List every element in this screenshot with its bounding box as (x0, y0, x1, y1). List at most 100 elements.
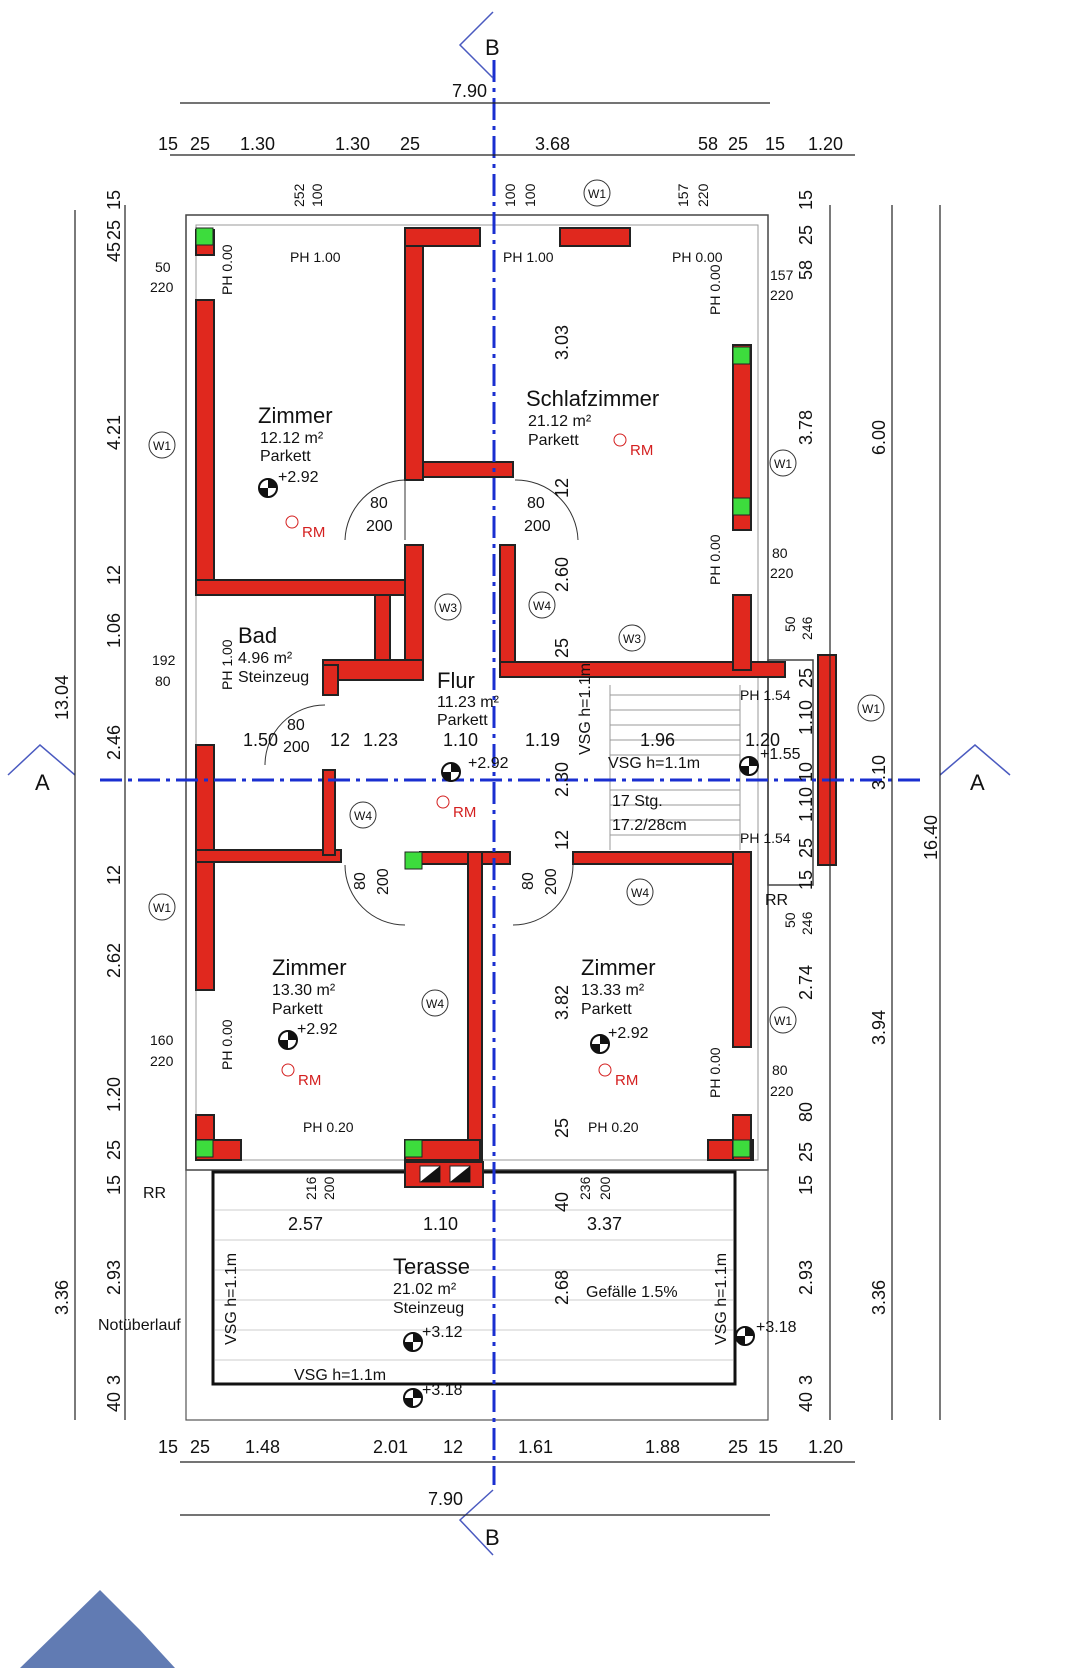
mid-dim: 12 (330, 730, 350, 750)
pillar (732, 1139, 751, 1158)
room-floor: Parkett (260, 448, 311, 465)
wall-tags: W1 W1 W1 W3 W4 W3 W1 W4 W4 W1 W4 W1 (148, 179, 885, 1034)
wall-seg (404, 544, 424, 666)
room-level: +2.92 (278, 469, 319, 486)
win-bot: 220 (150, 279, 174, 295)
left-dim: 15 (104, 190, 124, 210)
right-dim: 25 (796, 838, 816, 858)
ph-label: PH 0.00 (219, 244, 235, 295)
right-dim: 40 (796, 1392, 816, 1412)
mid-dim: 12 (552, 478, 572, 498)
wall-seg (404, 227, 481, 247)
pillar (732, 346, 751, 365)
section-b-bottom: B (485, 1525, 500, 1550)
room-area: 13.33 m² (581, 982, 645, 999)
win-top: 80 (772, 545, 788, 561)
walls (195, 227, 837, 1163)
win-bot: 220 (770, 287, 794, 303)
ph-label: PH 0.00 (219, 1019, 235, 1070)
top-dim: 1.30 (335, 134, 370, 154)
wall-seg (322, 664, 339, 696)
dim-height-left: 13.04 (52, 675, 72, 720)
right-dim: 15 (796, 1175, 816, 1195)
opening-bot: 246 (799, 911, 815, 935)
top-dim: 1.20 (808, 134, 843, 154)
stairs-vsg-vertical: VSG h=1.1m (577, 663, 594, 755)
door-height: 200 (283, 739, 310, 756)
mid-dim: 1.23 (363, 730, 398, 750)
tag-w1: W1 (153, 901, 171, 915)
win-bot: 220 (770, 1083, 794, 1099)
door-height: 200 (543, 868, 560, 895)
mid-dim: 25 (552, 638, 572, 658)
opening-top: 100 (502, 183, 518, 207)
opening-bot: 100 (309, 183, 325, 207)
bottom-dim: 15 (158, 1437, 178, 1457)
wall-seg (499, 544, 516, 671)
stair-annex (767, 659, 814, 886)
tag-w1: W1 (153, 439, 171, 453)
dim-width-top: 7.90 (452, 81, 487, 101)
opening-bot: 220 (695, 183, 711, 207)
top-dim: 1.30 (240, 134, 275, 154)
ph-label: PH 1.54 (740, 687, 791, 703)
left-dim: 12 (104, 865, 124, 885)
opening-top: 236 (577, 1176, 593, 1200)
stairs-count: 17 Stg. (612, 793, 663, 810)
top-dim: 25 (190, 134, 210, 154)
stairs-vsg: VSG h=1.1m (608, 755, 700, 772)
tag-w4: W4 (631, 886, 649, 900)
win-top: 80 (772, 1062, 788, 1078)
terrace-slats (215, 1209, 733, 1361)
mid-dim: 12 (552, 830, 572, 850)
win-top: 160 (150, 1032, 174, 1048)
room-level: +3.12 (422, 1324, 463, 1341)
room-name: Bad (238, 623, 277, 648)
room-floor: Parkett (581, 1001, 632, 1018)
bottom-dim: 2.01 (373, 1437, 408, 1457)
right-dim: 25 (796, 225, 816, 245)
right-dim: 2.93 (796, 1260, 816, 1295)
opening-top: 157 (675, 183, 691, 207)
door-width: 80 (527, 495, 545, 512)
bottom-dim: 25 (190, 1437, 210, 1457)
left-dim: 2.46 (104, 725, 124, 760)
rr-right: RR (765, 892, 788, 909)
tag-w4: W4 (354, 809, 372, 823)
left-dim: 1.06 (104, 613, 124, 648)
wall-seg (499, 661, 786, 678)
opening-bot: 100 (522, 183, 538, 207)
right-dim: 1.10 (796, 700, 816, 735)
right-dim: 3 (796, 1375, 816, 1385)
wall-seg (572, 851, 749, 865)
right-dim: 2.74 (796, 965, 816, 1000)
wall-seg (817, 654, 837, 866)
room-area: 12.12 m² (260, 430, 324, 447)
win-bot: 220 (150, 1053, 174, 1069)
section-a-right: A (970, 770, 985, 795)
mid-dim: 1.19 (525, 730, 560, 750)
mid-dim: 25 (552, 1118, 572, 1138)
right-dim: 80 (796, 1102, 816, 1122)
wall-seg (467, 851, 483, 1163)
terrace-railing (211, 1170, 737, 1386)
vsg-bottom: VSG h=1.1m (294, 1367, 386, 1384)
left-dim: 2.62 (104, 943, 124, 978)
chimney (404, 1161, 484, 1188)
tag-w3: W3 (623, 632, 641, 646)
tag-w1: W1 (588, 187, 606, 201)
right-dim: 1.10 (796, 787, 816, 822)
room-name: Schlafzimmer (526, 386, 659, 411)
win-bot: 220 (770, 565, 794, 581)
stairs-level: +1.55 (760, 746, 801, 763)
logo (20, 1590, 175, 1668)
bottom-dim: 1.48 (245, 1437, 280, 1457)
top-dim: 25 (728, 134, 748, 154)
dim-310: 3.10 (869, 755, 889, 790)
terrace-level-right: +3.18 (756, 1319, 797, 1336)
door-swings (264, 479, 579, 926)
tag-w1: W1 (774, 1014, 792, 1028)
dim-height-right: 16.40 (921, 815, 941, 860)
door-height: 200 (524, 518, 551, 535)
wall-seg (732, 344, 752, 531)
